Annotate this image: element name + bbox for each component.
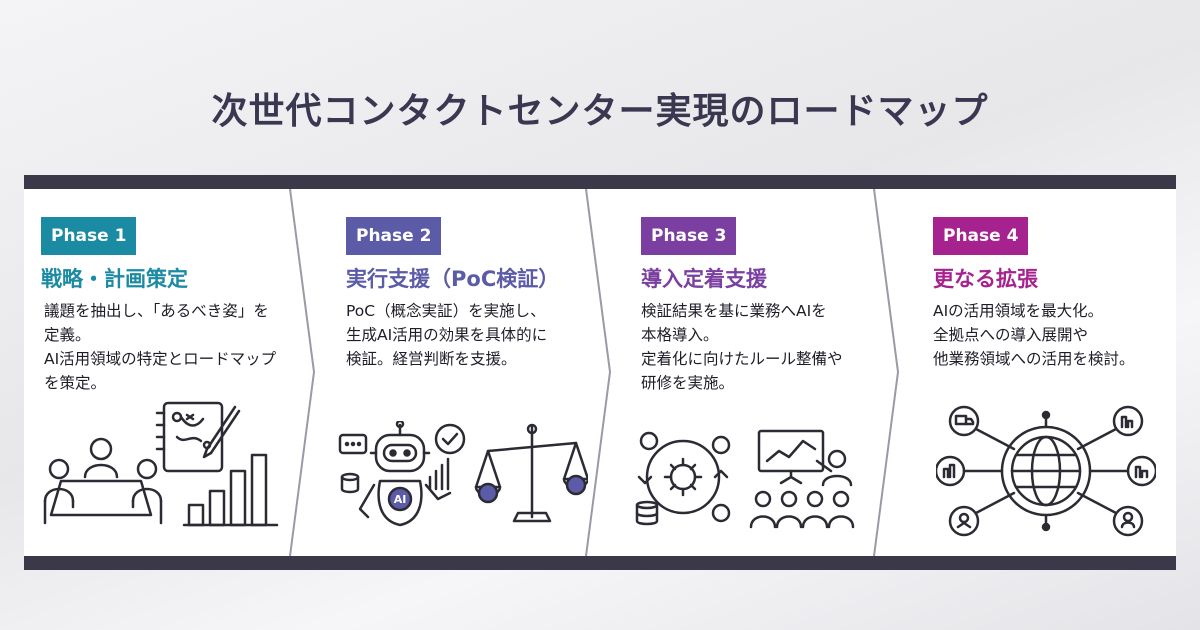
phase-1-title: 戦略・計画策定 [41,267,188,291]
top-bar [24,175,1176,189]
phase-1-description: 議題を抽出し、「あるべき姿」を 定義。 AI活用領域の特定とロードマップ を策定… [44,302,277,392]
phase-1-badge: Phase 1 [41,217,137,255]
ai-robot-and-scale-icon: AI [338,421,588,527]
roadmap-panel: Phase 1 戦略・計画策定 議題を抽出し、「あるべき姿」を 定義。 AI活用… [24,189,1176,556]
phase-4-badge: Phase 4 [933,217,1029,255]
phase-3-title: 導入定着支援 [641,267,767,291]
meeting-and-bar-chart-icon [43,401,279,527]
phase-2-title: 実行支援（PoC検証） [346,267,560,291]
phase-4-description: AIの活用領域を最大化。 全拠点への導入展開や 他業務領域への活用を検討。 [933,302,1135,368]
phase-4-title: 更なる拡張 [933,267,1038,291]
gears-and-training-icon [635,429,855,529]
global-network-icon [936,405,1156,537]
phase-3-badge: Phase 3 [641,217,737,255]
page-title: 次世代コンタクトセンター実現のロードマップ [211,91,989,132]
phase-2-badge: Phase 2 [346,217,442,255]
phase-2-description: PoC（概念実証）を実施し、 生成AI活用の効果を具体的に 検証。経営判断を支援… [346,302,548,368]
chevron-separators [289,189,900,556]
phase-3-description: 検証結果を基に業務へAIを 本格導入。 定着化に向けたルール整備や 研修を実施。 [641,302,843,392]
bottom-bar [24,556,1176,570]
robot-ai-label: AI [394,493,407,506]
